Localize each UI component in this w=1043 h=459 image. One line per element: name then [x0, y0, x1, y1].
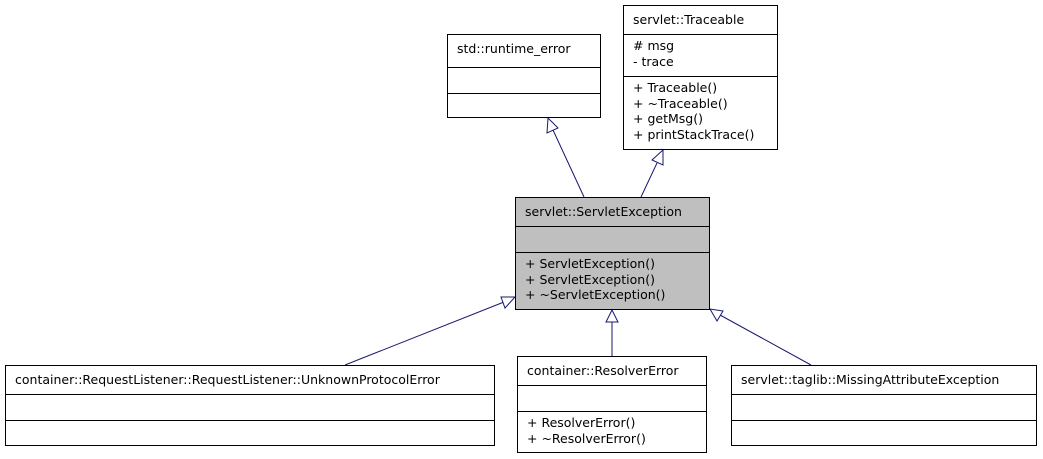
- class-servlet-exception[interactable]: servlet::ServletException + ServletExcep…: [515, 197, 710, 310]
- edge-missingattributeexception-servletexception: [719, 314, 812, 366]
- method: + ~ResolverError(): [527, 430, 646, 446]
- generalization-arrow: [709, 308, 724, 322]
- method: + getMsg(): [633, 111, 703, 126]
- edge-servletexception-runtime-error: [552, 129, 585, 198]
- methods-compartment: + Traceable() + ~Traceable() + getMsg() …: [624, 76, 777, 149]
- class-traceable[interactable]: servlet::Traceable # msg - trace + Trace…: [623, 5, 778, 150]
- class-name: servlet::ServletException: [525, 204, 682, 219]
- attributes-compartment: [448, 67, 600, 93]
- methods-compartment: [732, 420, 1036, 445]
- generalization-arrow: [546, 116, 559, 134]
- attributes-compartment: [516, 226, 709, 252]
- attributes-compartment: [518, 385, 706, 411]
- methods-compartment: [6, 420, 494, 445]
- class-name: servlet::Traceable: [633, 12, 745, 27]
- generalization-arrow: [605, 308, 619, 323]
- class-name: container::RequestListener::RequestListe…: [15, 372, 440, 387]
- methods-compartment: [448, 93, 600, 117]
- method: + ~ServletException(): [525, 287, 666, 302]
- methods-compartment: + ResolverError() + ~ResolverError(): [518, 411, 706, 452]
- generalization-arrow: [500, 296, 517, 309]
- edge-servletexception-traceable: [640, 162, 658, 198]
- edge-unknownprotocolerror-servletexception: [344, 301, 505, 366]
- method: + ~Traceable(): [633, 95, 728, 111]
- methods-compartment: + ServletException() + ServletException(…: [516, 252, 709, 309]
- generalization-arrow: [651, 148, 664, 166]
- attributes-compartment: # msg - trace: [624, 34, 777, 76]
- attributes-compartment: [732, 394, 1036, 420]
- class-runtime-error[interactable]: std::runtime_error: [447, 34, 601, 118]
- class-name: std::runtime_error: [457, 41, 571, 56]
- class-unknown-protocol-error[interactable]: container::RequestListener::RequestListe…: [5, 365, 495, 446]
- method: + ResolverError(): [527, 415, 636, 430]
- attribute: - trace: [633, 53, 674, 69]
- class-missing-attribute-exception[interactable]: servlet::taglib::MissingAttributeExcepti…: [731, 365, 1037, 446]
- method: + ServletException(): [525, 271, 655, 287]
- class-name: container::ResolverError: [527, 363, 679, 378]
- method: + printStackTrace(): [633, 126, 755, 142]
- class-resolver-error[interactable]: container::ResolverError + ResolverError…: [517, 356, 707, 453]
- method: + ServletException(): [525, 256, 655, 271]
- attribute: # msg: [633, 38, 675, 53]
- method: + Traceable(): [633, 80, 718, 95]
- attributes-compartment: [6, 394, 494, 420]
- class-name: servlet::taglib::MissingAttributeExcepti…: [741, 372, 1000, 387]
